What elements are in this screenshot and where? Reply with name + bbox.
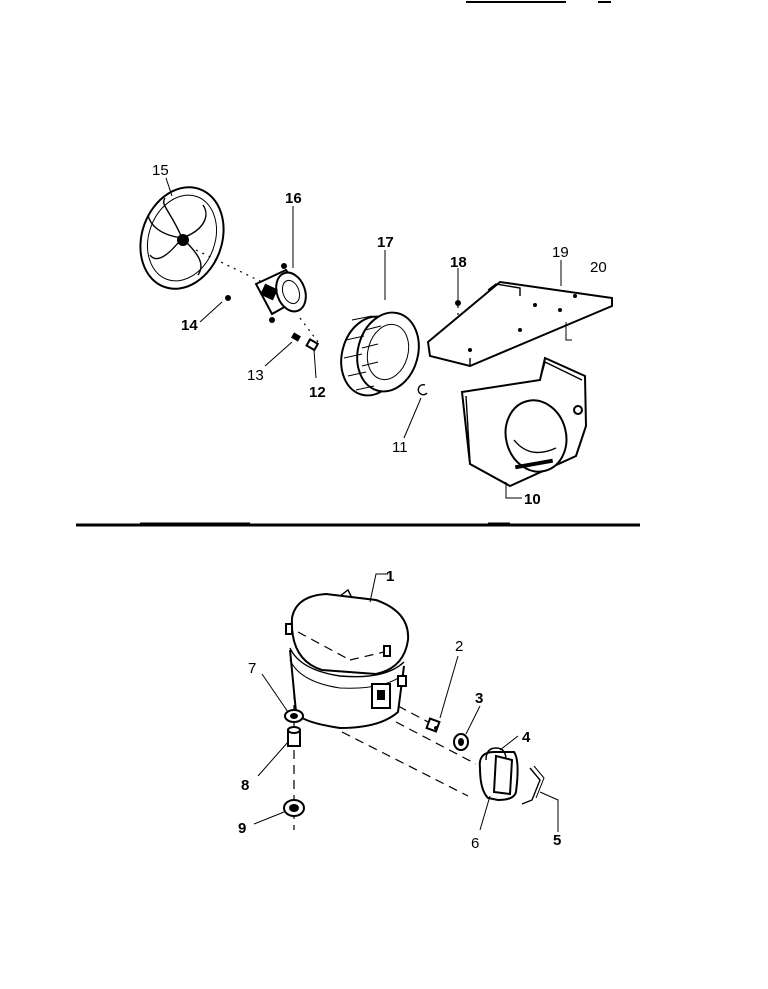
callout-labels: 15 16 17 18 19 20 14 13 12 11 10 1 2 3 4… — [152, 162, 607, 852]
grommet-part-7 — [284, 709, 304, 723]
nut-part-9 — [283, 799, 305, 817]
terminal-axis-line-2 — [395, 721, 477, 765]
blower-wheel-part — [340, 311, 420, 397]
callout-8: 8 — [241, 777, 249, 794]
fitting-part-12 — [305, 338, 320, 352]
motor-axis-line — [299, 317, 319, 343]
fan-blade-part — [139, 186, 225, 290]
callout-19: 19 — [552, 244, 569, 261]
callout-20: 20 — [590, 259, 607, 276]
callout-12: 12 — [309, 384, 326, 401]
callout-5: 5 — [553, 832, 561, 849]
callout-10: 10 — [524, 491, 541, 508]
fitting-part-13 — [291, 332, 301, 342]
callout-14: 14 — [181, 317, 198, 334]
callout-9: 9 — [238, 820, 246, 837]
sleeve-part-8 — [287, 726, 301, 747]
washer-part-14 — [225, 295, 231, 301]
section-divider — [76, 522, 640, 527]
leader-lines-lower — [253, 573, 559, 832]
callout-17: 17 — [377, 234, 394, 251]
motor-part — [254, 263, 307, 323]
relay-part-2 — [425, 717, 441, 733]
cover-axis-line — [341, 731, 469, 797]
callout-13: 13 — [247, 367, 264, 384]
terminal-axis-line — [397, 705, 433, 725]
mounting-bracket-part — [426, 280, 613, 368]
terminal-cover-part — [478, 747, 519, 802]
clip-part-11 — [417, 383, 428, 396]
callout-7: 7 — [248, 660, 256, 677]
compressor-part — [285, 588, 410, 730]
callout-15: 15 — [152, 162, 169, 179]
callout-6: 6 — [471, 835, 479, 852]
leader-lines-upper — [165, 177, 562, 499]
callout-18: 18 — [450, 254, 467, 271]
callout-2: 2 — [455, 638, 463, 655]
wire-clip-part-5 — [521, 765, 545, 805]
blower-housing-part — [460, 356, 588, 488]
callout-3: 3 — [475, 690, 483, 707]
callout-1: 1 — [386, 568, 394, 585]
callout-11: 11 — [392, 439, 408, 456]
callout-16: 16 — [285, 190, 302, 207]
callout-4: 4 — [522, 729, 531, 746]
overload-part-3 — [453, 733, 469, 751]
